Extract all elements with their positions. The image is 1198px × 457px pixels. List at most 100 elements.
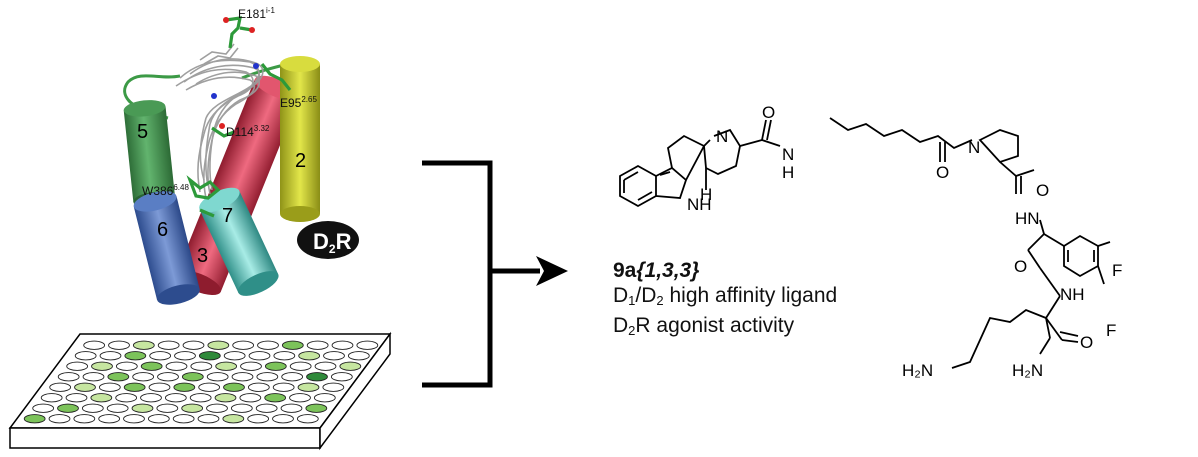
well (83, 340, 106, 350)
well (240, 361, 262, 371)
well (48, 414, 71, 424)
well (330, 372, 353, 382)
well (331, 340, 354, 350)
well (173, 382, 196, 392)
well (147, 414, 170, 424)
atom-nh-lys: NH (1060, 285, 1085, 304)
atom-o-phe: O (1014, 257, 1027, 276)
well (98, 414, 121, 424)
atom-o-amide1: O (762, 103, 775, 122)
d2r-badge-label: D2R (313, 229, 352, 256)
well (314, 361, 337, 371)
well (73, 414, 96, 424)
atom-n-ring: N (716, 127, 728, 146)
well (280, 403, 303, 413)
well (257, 340, 279, 350)
helix-label-3: 3 (197, 245, 208, 267)
well-plate (8, 331, 392, 451)
well (99, 351, 122, 361)
well (74, 382, 96, 392)
helix-2 (280, 56, 320, 222)
helix-label-2: 2 (295, 150, 306, 172)
atom-f2: F (1106, 321, 1116, 340)
merge-bracket (422, 160, 540, 388)
well (140, 393, 162, 403)
well (289, 361, 312, 371)
well (198, 351, 221, 361)
well (164, 393, 187, 403)
well (108, 340, 130, 350)
well (206, 403, 228, 413)
well (182, 340, 205, 350)
well (106, 403, 129, 413)
well (132, 340, 155, 350)
compound-code: 9a{1,3,3} (613, 259, 700, 282)
well (281, 340, 304, 350)
atom-nh-indole: NH (687, 195, 712, 214)
atom-n-pro: N (968, 138, 980, 157)
well (207, 340, 230, 350)
well (107, 372, 130, 382)
ligand-nitrogen (211, 93, 217, 99)
compound-activity-line: D2R agonist activity (613, 314, 795, 338)
well (66, 361, 89, 371)
residue-label-w386: W3866.48 (142, 183, 189, 198)
residue-oxygen (249, 27, 255, 33)
well (247, 382, 270, 392)
well (281, 372, 304, 382)
well (157, 372, 179, 382)
residue-label-e181: E181i-1 (238, 6, 275, 21)
well (206, 372, 229, 382)
atom-h2n-side: H₂N (902, 361, 933, 380)
well (40, 393, 63, 403)
well (115, 361, 138, 371)
well (322, 382, 345, 392)
well (305, 403, 328, 413)
atom-o-linker: O (936, 163, 949, 182)
d2r-badge (297, 221, 359, 259)
well (356, 340, 379, 350)
well (273, 351, 296, 361)
atom-o-pro: O (1036, 181, 1049, 200)
residue-oxygen (223, 17, 229, 23)
well (140, 361, 163, 371)
well (239, 393, 262, 403)
well (123, 414, 145, 424)
well (157, 340, 180, 350)
atom-h-amide1: H (782, 163, 794, 182)
well (264, 393, 287, 403)
well (231, 372, 254, 382)
plate-front (9, 427, 321, 449)
well (65, 393, 88, 403)
atom-n-amide1: N (782, 145, 794, 164)
atom-h2n-amide: H₂N (1012, 361, 1043, 380)
atom-h-stereo: H (700, 185, 712, 204)
well (247, 414, 270, 424)
compound-affinity-line: D1/D2 high affinity ligand (613, 284, 838, 308)
well (172, 414, 195, 424)
well (339, 361, 362, 371)
well (297, 382, 320, 392)
well (149, 351, 172, 361)
well (148, 382, 171, 392)
receptor-cartoon: 5 2 6 7 3 E181i-1 E952.65 D1143.32 W3866… (123, 6, 359, 305)
helix-6 (133, 191, 200, 305)
well (306, 372, 328, 382)
well (248, 351, 271, 361)
atom-hn-phe: HN (1015, 209, 1040, 228)
well (74, 351, 97, 361)
well (232, 340, 255, 350)
well (255, 403, 278, 413)
well (90, 393, 113, 403)
plate-wells (23, 340, 379, 424)
well (215, 361, 238, 371)
well (32, 403, 55, 413)
helix-7 (199, 187, 279, 296)
atom-f1: F (1112, 261, 1122, 280)
well (289, 393, 311, 403)
well (165, 361, 188, 371)
well (347, 351, 370, 361)
well (256, 372, 279, 382)
